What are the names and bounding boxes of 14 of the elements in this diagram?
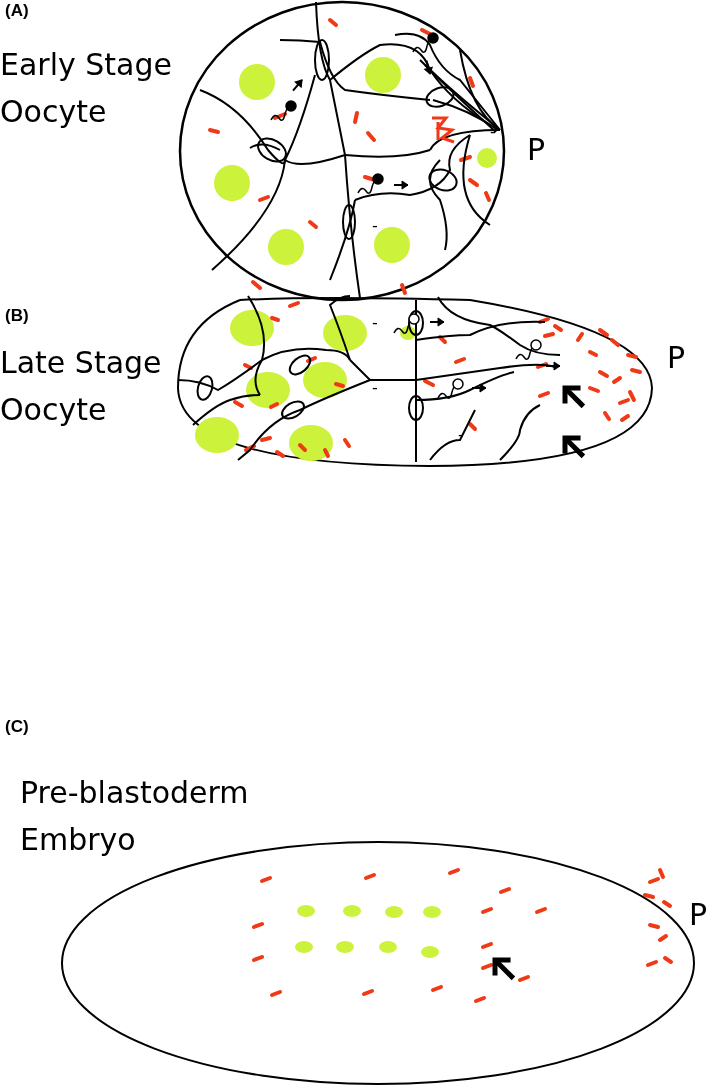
- panel-label: (C): [5, 717, 29, 738]
- minus-end-mark: -: [372, 216, 378, 236]
- minus-end-mark: -: [490, 122, 496, 142]
- panel-label: (B): [5, 306, 29, 327]
- minus-end-mark: -: [458, 425, 464, 445]
- panel-title: Pre-blastoderm Embryo: [20, 774, 250, 859]
- minus-end-mark: -: [372, 313, 378, 333]
- panel-title: Early Stage Oocyte: [0, 46, 173, 131]
- panel-title: Late Stage Oocyte: [0, 344, 163, 429]
- pole-label: P: [527, 132, 546, 168]
- pole-label: P: [667, 340, 686, 376]
- minus-end-mark: -: [372, 378, 378, 398]
- pole-label: P: [689, 897, 708, 933]
- panel-label: (A): [5, 1, 29, 22]
